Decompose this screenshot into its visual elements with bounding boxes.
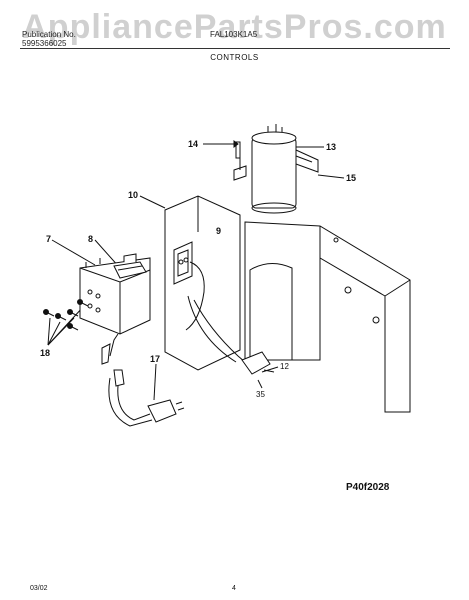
callout-9: 9 [216, 226, 221, 236]
callout-18: 18 [40, 348, 50, 358]
rotary-switch [113, 253, 147, 279]
callout-15: 15 [346, 173, 356, 183]
capacitor-clip [233, 165, 247, 181]
callout-10: 10 [128, 190, 138, 200]
switch-box [79, 257, 151, 335]
overload-protector [241, 351, 271, 375]
partition-panel [244, 221, 411, 413]
publication-number: 5995366025 [22, 39, 67, 48]
power-cord [101, 333, 185, 427]
model-number: FAL103K1A5 [210, 30, 258, 39]
overload-wiring [185, 261, 275, 375]
callout-7: 7 [46, 234, 51, 244]
callout-13: 13 [326, 142, 336, 152]
page-number: 4 [232, 585, 236, 592]
drawing-number: P40f2028 [346, 482, 390, 493]
publication-label: Publication No. [22, 30, 76, 39]
header-rule [20, 48, 450, 49]
callout-35: 35 [256, 390, 265, 399]
power-plug [147, 399, 177, 423]
capacitor-bracket [295, 149, 319, 173]
screws-group [43, 299, 89, 331]
capacitor [251, 124, 297, 214]
footer-date: 03/02 [30, 585, 48, 592]
watermark-logo: AppliancePartsPros.com [22, 8, 447, 46]
section-title: CONTROLS [210, 53, 259, 62]
callout-17: 17 [150, 354, 160, 364]
callout-14: 14 [188, 139, 198, 149]
callout-12: 12 [280, 362, 289, 371]
callout-8: 8 [88, 234, 93, 244]
control-box-housing [164, 195, 241, 371]
